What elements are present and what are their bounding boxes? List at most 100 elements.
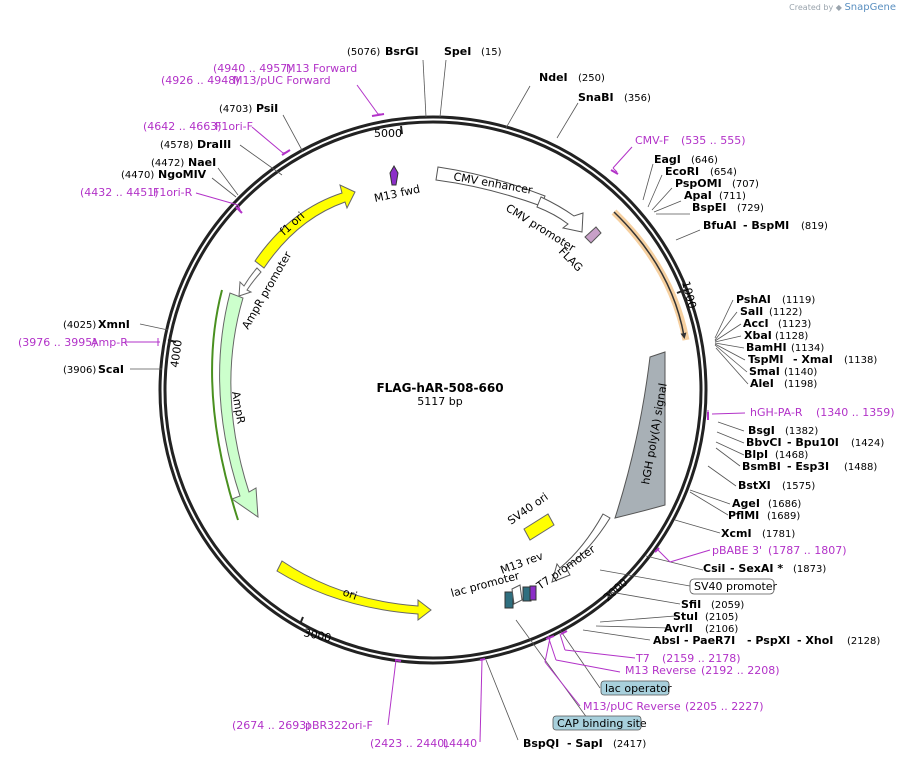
pflmi-label[interactable]: PflMI (728, 509, 759, 522)
cmv-f-label[interactable]: CMV-F (635, 134, 669, 147)
lac-promoter-feature[interactable] (504, 591, 514, 609)
ecori-label[interactable]: EcoRI (665, 165, 699, 178)
m13-rev-feature[interactable] (529, 585, 537, 601)
m13-reverse-label[interactable]: M13 Reverse (625, 664, 696, 677)
bspei-label[interactable]: BspEI (692, 201, 726, 214)
m13-forward-range: (4940 .. 4957) (213, 62, 292, 75)
scai-position: (3906) (63, 365, 96, 376)
bstxi-label[interactable]: BstXI (738, 479, 771, 492)
apai-label[interactable]: ApaI (684, 189, 712, 202)
xmni-label[interactable]: XmnI (98, 318, 130, 331)
bamhi-position: (1134) (791, 343, 824, 354)
eagi-position: (646) (691, 155, 718, 166)
absi-label[interactable]: AbsI (653, 634, 680, 647)
bsgi-position: (1382) (785, 426, 818, 437)
apai-position: (711) (719, 191, 746, 202)
xbai-label[interactable]: XbaI (744, 329, 772, 342)
sv40-promoter-feature[interactable] (551, 513, 611, 583)
f1ori-f-range: (4642 .. 4663) (143, 120, 222, 133)
acci-label[interactable]: AccI (743, 317, 769, 330)
pshai-label[interactable]: PshAI (736, 293, 771, 306)
sali-label[interactable]: SalI (740, 305, 763, 318)
bsmbi-label[interactable]: BsmBI (742, 460, 781, 473)
eagi-label[interactable]: EagI (654, 153, 681, 166)
ampr-label: AmpR (229, 390, 248, 425)
spei-label[interactable]: SpeI (444, 45, 471, 58)
alei-label[interactable]: AleI (750, 377, 774, 390)
xcmi-position: (1781) (762, 529, 795, 540)
draiii-position: (4578) (160, 140, 193, 151)
pbabe-3-label[interactable]: pBABE 3' (712, 544, 762, 557)
psp-omi-label[interactable]: PspOMI (675, 177, 722, 190)
bsrgi-position: (5076) (347, 47, 380, 58)
ampr-orf-arrow (211, 289, 239, 521)
bspqi-position: (2417) (613, 739, 646, 750)
sv40-promoter-box[interactable] (689, 578, 775, 595)
bsmbi-position: (1488) (844, 462, 877, 473)
stui-label[interactable]: StuI (673, 610, 698, 623)
hgh-pa-r-range: (1340 .. 1359) (816, 406, 895, 419)
naei-label[interactable]: NaeI (188, 156, 216, 169)
ori-feature[interactable] (276, 560, 432, 622)
bsgi-label[interactable]: BsgI (748, 424, 775, 437)
pspxi-label[interactable]: - PspXI (747, 634, 790, 647)
ampr-feature[interactable] (219, 292, 259, 519)
lac-operator-box[interactable] (600, 680, 670, 696)
cmv-enhancer-label: CMV enhancer (452, 170, 533, 197)
sfii-label[interactable]: SfiI (681, 598, 701, 611)
ndei-label[interactable]: NdeI (539, 71, 568, 84)
m13-fwd-feature[interactable] (389, 164, 399, 186)
pflmi-position: (1689) (767, 511, 800, 522)
ngomiv-label[interactable]: NgoMIV (158, 168, 207, 181)
bstxi-position: (1575) (782, 481, 815, 492)
tick-2000 (606, 591, 613, 599)
bfuai-label[interactable]: BfuAI (703, 219, 737, 232)
draiii-label[interactable]: DraIII (197, 138, 231, 151)
m13-puc-reverse-label[interactable]: M13/pUC Reverse (583, 700, 681, 713)
tick-label-5000: 5000 (374, 127, 402, 140)
m13-puc-forward-label[interactable]: M13/pUC Forward (233, 74, 331, 87)
hgh-polya-feature[interactable] (614, 351, 666, 519)
bbvci-label[interactable]: BbvCI (746, 436, 782, 449)
psii-label[interactable]: PsiI (256, 102, 278, 115)
xcmi-label[interactable]: XcmI (721, 527, 752, 540)
tick-label-4000: 4000 (168, 339, 185, 369)
paer7i-label[interactable]: - PaeR7I (684, 634, 735, 647)
sapi-label[interactable]: - SapI (567, 737, 603, 750)
smai-label[interactable]: SmaI (749, 365, 780, 378)
cmv-promoter-feature[interactable] (536, 196, 584, 233)
m13-puc-forward-range: (4926 .. 4948) (161, 74, 240, 87)
amp-r-label[interactable]: Amp-R (91, 336, 128, 349)
backbone-outer (158, 115, 708, 665)
bamhi-label[interactable]: BamHI (746, 341, 787, 354)
hgh-pa-r-label[interactable]: hGH-PA-R (750, 406, 803, 419)
bspqi-label[interactable]: BspQI (523, 737, 559, 750)
scai-label[interactable]: ScaI (98, 363, 124, 376)
cap-binding-site-box[interactable] (552, 715, 642, 731)
xhoi-label[interactable]: - XhoI (797, 634, 833, 647)
sexai-label[interactable]: - SexAI * (730, 562, 783, 575)
blpi-label[interactable]: BlpI (744, 448, 768, 461)
f1ori-r-label[interactable]: F1ori-R (153, 186, 193, 199)
t7-promoter-feature[interactable] (511, 584, 523, 605)
bspmi-label[interactable]: - BspMI (743, 219, 789, 232)
bpu10i-label[interactable]: - Bpu10I (787, 436, 839, 449)
snabi-label[interactable]: SnaBI (578, 91, 614, 104)
f1ori-r-range: (4432 .. 4451) (80, 186, 159, 199)
t7-primer-label[interactable]: T7 (635, 652, 650, 665)
ampr-promoter-feature[interactable] (238, 267, 262, 297)
m13-forward-label[interactable]: M13 Forward (286, 62, 357, 75)
esp3i-label[interactable]: - Esp3I (787, 460, 829, 473)
flag-feature[interactable] (584, 226, 602, 244)
f1ori-f-label[interactable]: F1ori-F (215, 120, 253, 133)
csii-label[interactable]: CsiI (703, 562, 725, 575)
avrii-label[interactable]: AvrII (664, 622, 693, 635)
agei-label[interactable]: AgeI (732, 497, 760, 510)
bsrgi-label[interactable]: BsrGI (385, 45, 418, 58)
xmai-label[interactable]: - XmaI (793, 353, 833, 366)
l4440-label[interactable]: L4440 (443, 737, 477, 750)
sv40-ori-feature[interactable] (523, 513, 555, 541)
f1-ori-feature[interactable] (254, 184, 356, 269)
pbr322ori-f-label[interactable]: pBR322ori-F (305, 719, 373, 732)
tspmi-label[interactable]: TspMI (748, 353, 784, 366)
